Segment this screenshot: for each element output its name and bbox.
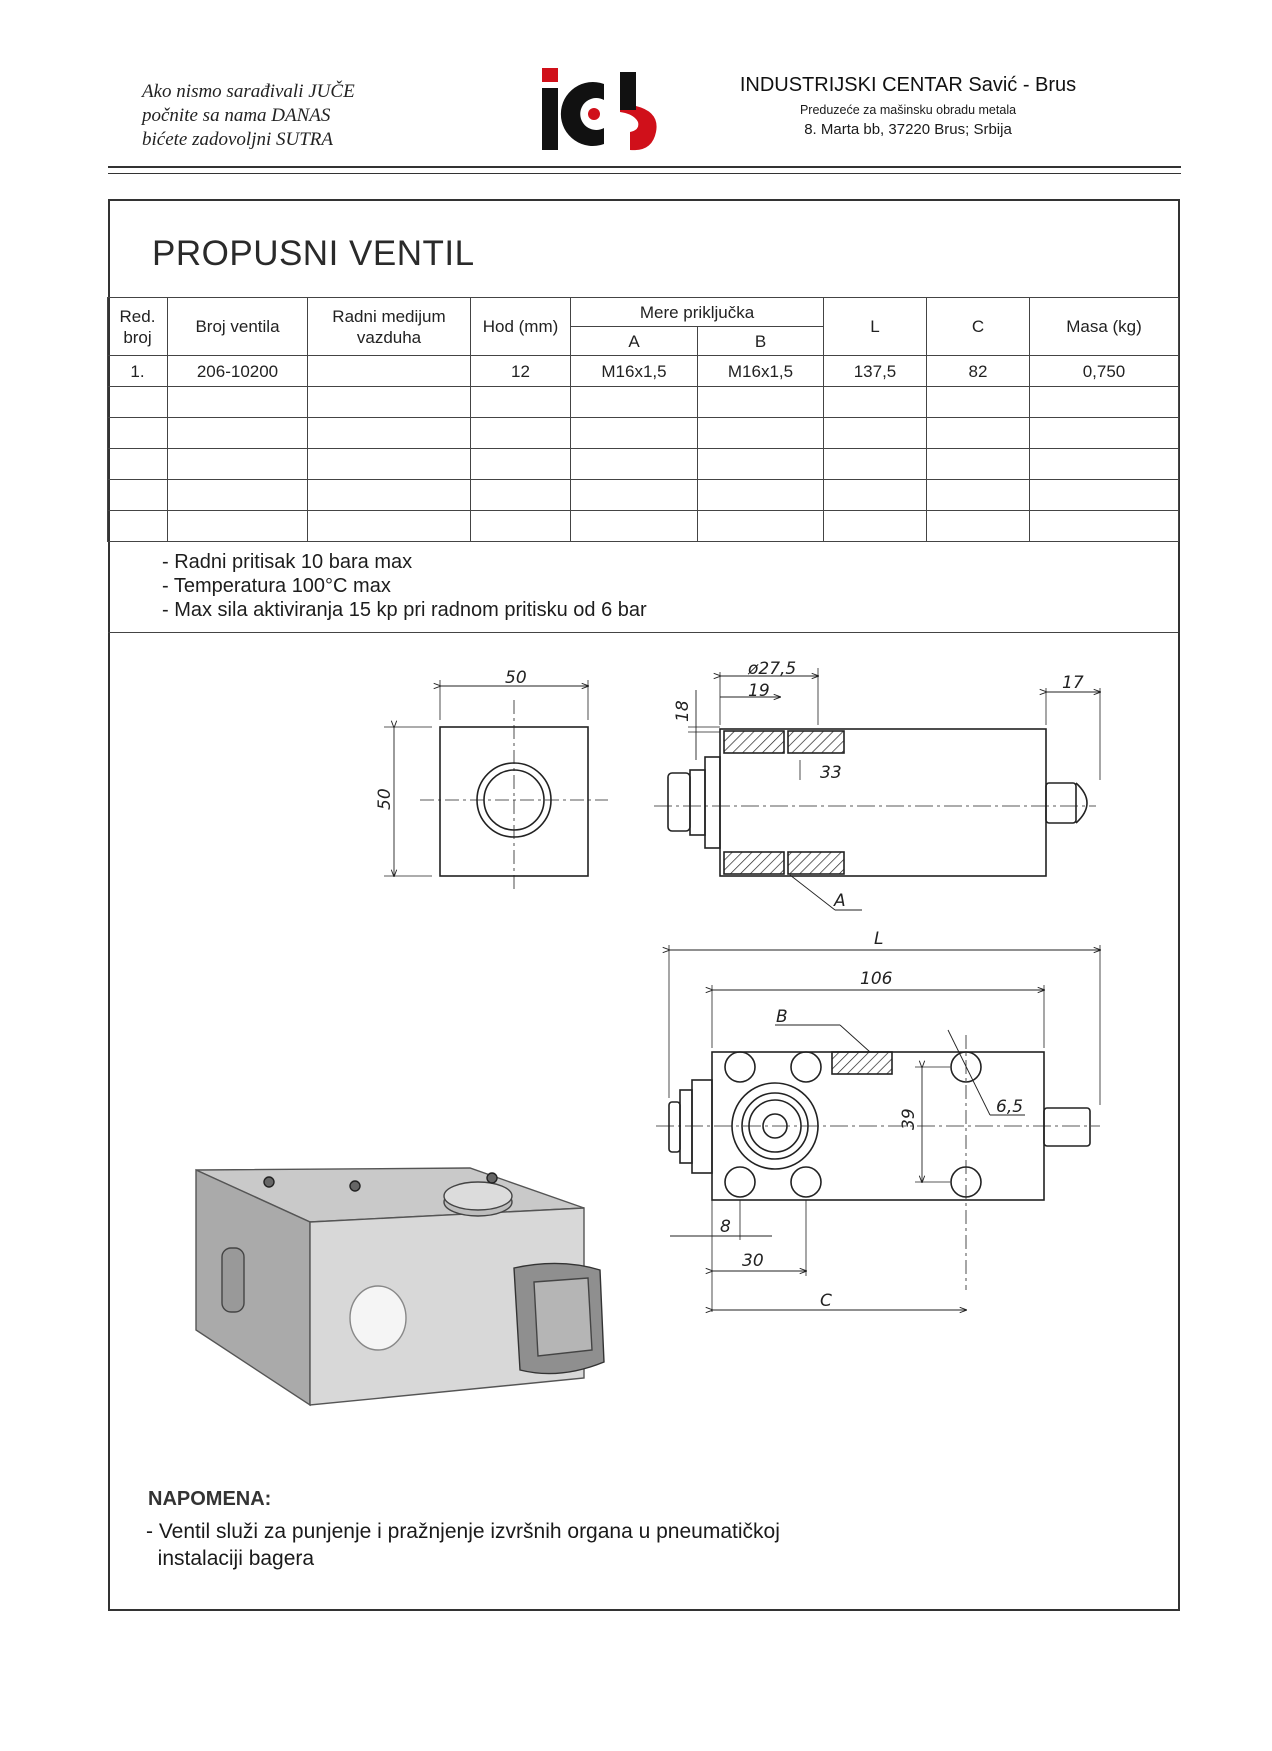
note-line: - Radni pritisak 10 bara max	[162, 551, 413, 573]
napomena-line: instalaciji bagera	[146, 1547, 315, 1570]
dim-length-l: L	[874, 929, 883, 949]
company-subtitle: Preduzeće za mašinsku obradu metala	[799, 103, 1017, 117]
header-radni-medijum: Radni medijum vazduha	[307, 297, 471, 356]
front-view	[384, 680, 608, 890]
header-broj-ventila: Broj ventila	[167, 297, 308, 356]
dim-17: 17	[1062, 673, 1084, 693]
dim-port-a: A	[833, 891, 846, 911]
napomena-text: - Ventil služi za punjenje i pražnjenje …	[146, 1518, 780, 1572]
header-masa: Masa (kg)	[1029, 297, 1179, 356]
spec-table: Red. broj Broj ventila Radni medijum vaz…	[107, 297, 1179, 542]
dim-19: 19	[748, 681, 770, 701]
dim-c: C	[820, 1291, 832, 1311]
valve-photo	[195, 1167, 605, 1407]
table-row: 1. 206-10200 12 M16x1,5 M16x1,5 137,5 82…	[107, 355, 1179, 387]
slogan-line-3: bićete zadovoljni SUTRA	[142, 129, 334, 150]
notes-divider	[108, 632, 1178, 633]
spec-notes: - Radni pritisak 10 bara max - Temperatu…	[162, 550, 647, 622]
company-address: 8. Marta bb, 37220 Brus; Srbija	[804, 121, 1012, 138]
dim-30: 30	[742, 1251, 764, 1271]
header-l: L	[823, 297, 927, 356]
dimension-labels: 50 50 ø27,5 19 18 33 17 A L 106 B 39 6,5…	[375, 659, 1084, 1311]
dim-height: 50	[375, 788, 395, 810]
ics-logo	[542, 68, 657, 151]
dim-39: 39	[899, 1108, 919, 1130]
napomena-title: NAPOMENA:	[148, 1488, 272, 1510]
cell-c: 82	[926, 355, 1030, 387]
header-rule-bottom	[108, 173, 1181, 174]
dim-width: 50	[505, 668, 527, 688]
header-hod: Hod (mm)	[470, 297, 571, 356]
header-rule-top	[108, 166, 1181, 168]
dim-port-b: B	[776, 1007, 788, 1027]
page-title: PROPUSNI VENTIL	[152, 234, 475, 273]
dim-18: 18	[673, 700, 693, 722]
company-name: INDUSTRIJSKI CENTAR Savić - Brus	[739, 74, 1077, 96]
top-view	[656, 945, 1100, 1312]
napomena-line: - Ventil služi za punjenje i pražnjenje …	[146, 1520, 780, 1543]
header-c: C	[926, 297, 1030, 356]
slogan: Ako nismo sarađivali JUČE počnite sa nam…	[142, 80, 442, 152]
table-row-empty	[107, 479, 1179, 511]
dim-106: 106	[860, 969, 893, 989]
header-mere-prikljucka: Mere priključka	[570, 297, 824, 327]
dim-diameter: ø27,5	[747, 659, 796, 679]
slogan-line-2: počnite sa nama DANAS	[142, 105, 331, 126]
table-row-empty	[107, 448, 1179, 480]
dim-6-5: 6,5	[996, 1097, 1023, 1117]
header-b: B	[697, 326, 824, 356]
table-row-empty	[107, 510, 1179, 542]
table-row-empty	[107, 417, 1179, 449]
note-line: - Max sila aktiviranja 15 kp pri radnom …	[162, 599, 647, 621]
document-frame	[108, 199, 1180, 1611]
dim-33: 33	[820, 763, 842, 783]
cell-broj: 206-10200	[167, 355, 308, 387]
cell-masa: 0,750	[1029, 355, 1179, 387]
company-block: INDUSTRIJSKI CENTAR Savić - Brus Preduze…	[738, 74, 1078, 138]
dim-8: 8	[720, 1217, 731, 1237]
section-view	[654, 668, 1100, 911]
note-line: - Temperatura 100°C max	[162, 575, 391, 597]
cell-l: 137,5	[823, 355, 927, 387]
slogan-line-1: Ako nismo sarađivali JUČE	[142, 81, 355, 102]
